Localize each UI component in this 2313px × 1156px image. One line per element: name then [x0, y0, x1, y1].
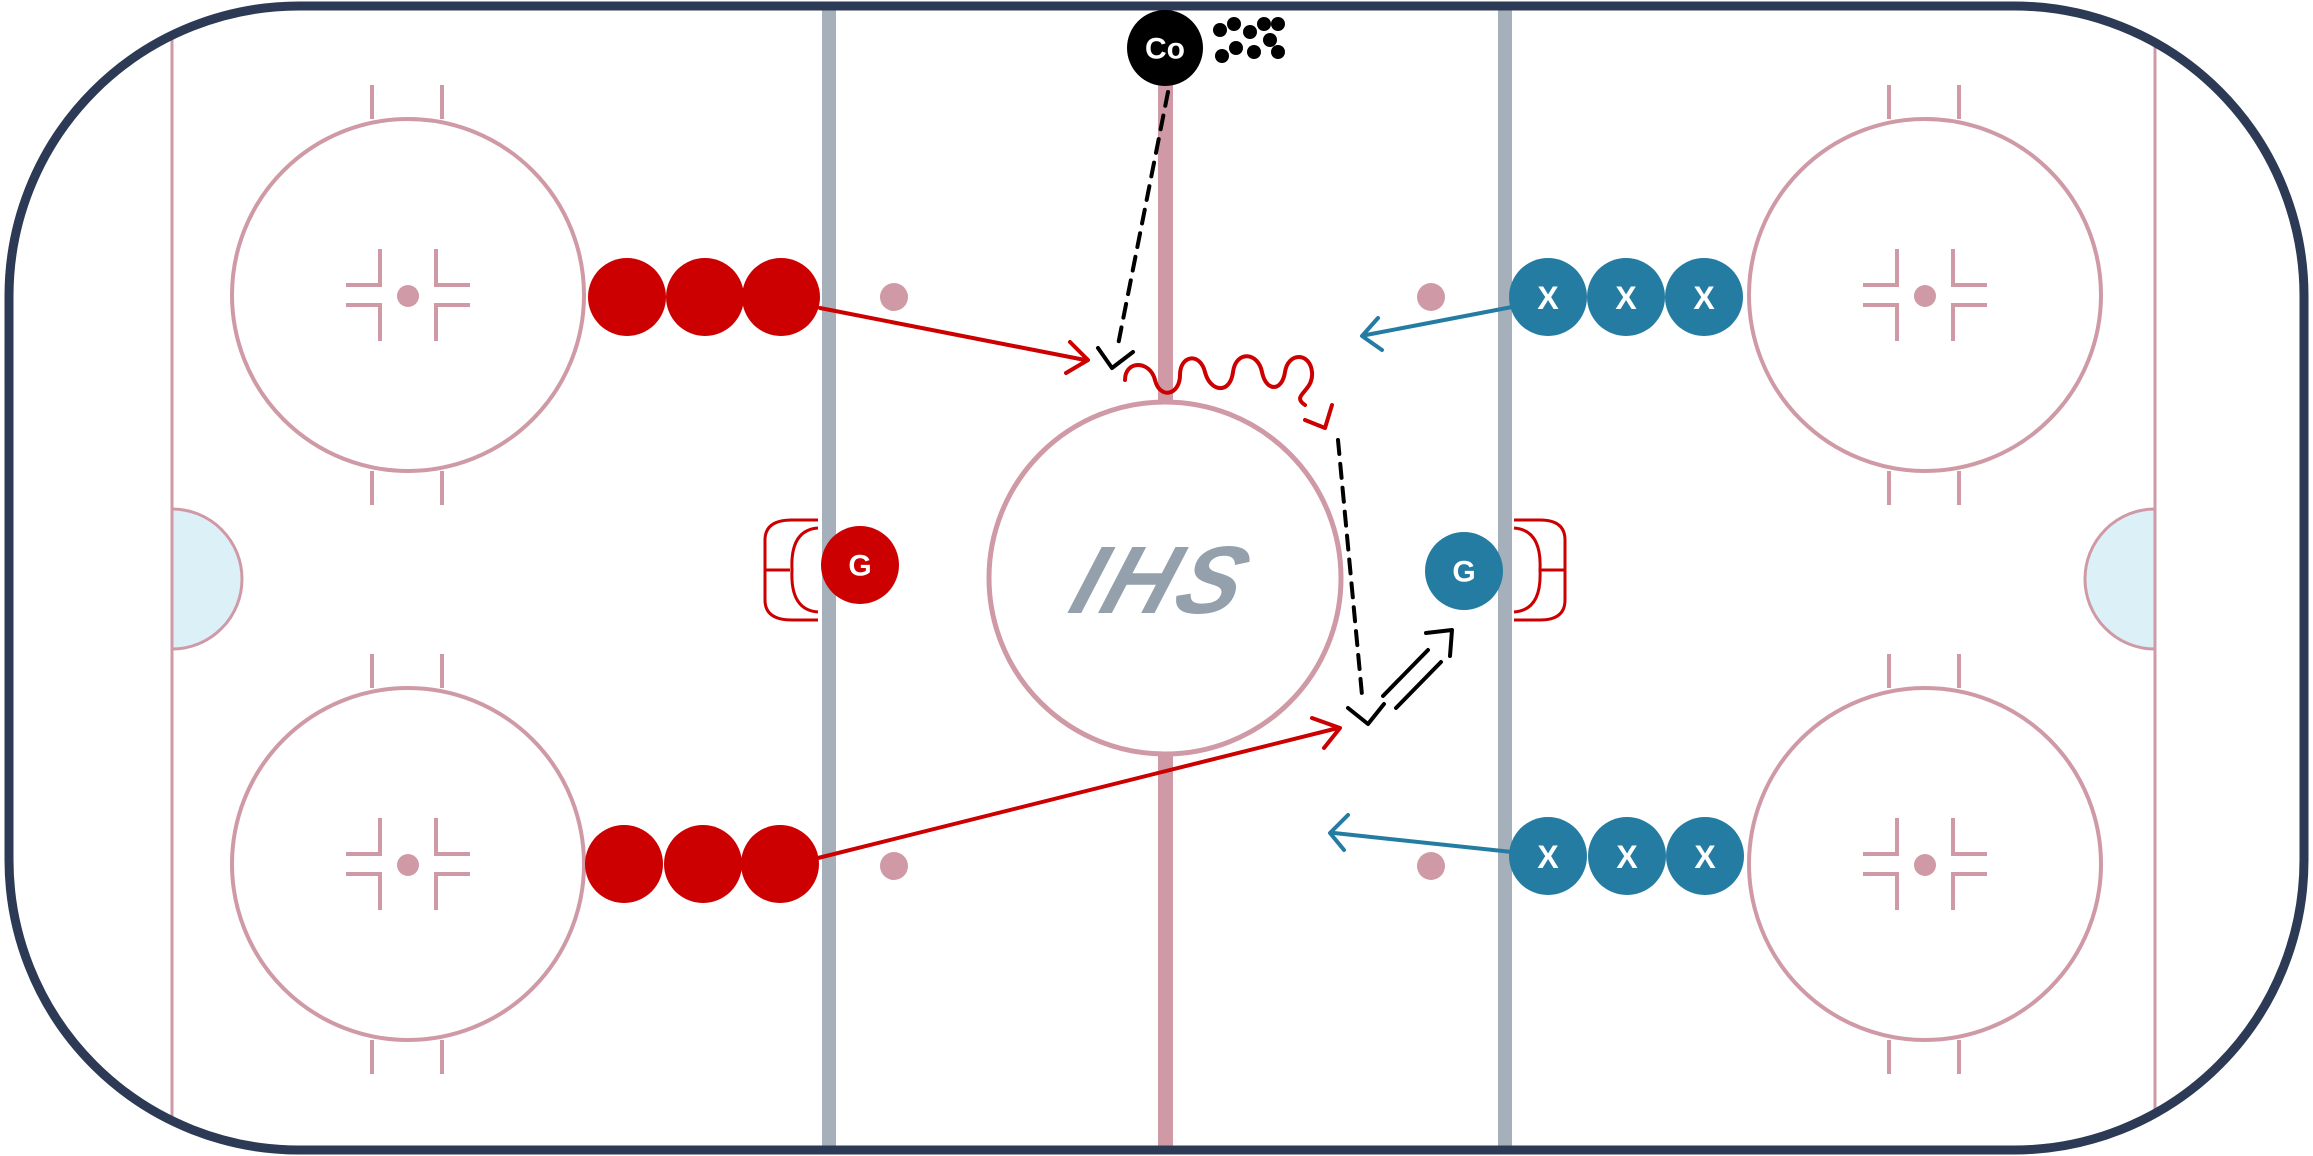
center-circle [986, 399, 1344, 757]
faceoff-circle-bottom-right [1747, 654, 2103, 1074]
red-top-line [588, 258, 820, 336]
shot-on-goal-path-a [1381, 648, 1430, 698]
blue-bottom-skate-path [1332, 831, 1514, 854]
shot-on-goal-arrowhead [1424, 628, 1454, 658]
neutral-dot-top-right [1417, 283, 1445, 311]
blue-goalie-label: G [1452, 556, 1475, 589]
red-bottom-line [585, 825, 819, 903]
coach-token: Co [1127, 10, 1203, 86]
blue-top-skate-arrowhead [1360, 316, 1384, 352]
left-goal-crease [170, 507, 244, 651]
red-top-skate-arrowhead [1064, 340, 1090, 375]
puck-icon [1213, 23, 1227, 37]
blue-top-skate-path [1364, 305, 1514, 337]
puck-icon [1257, 17, 1271, 31]
skater-label: X [1616, 839, 1638, 875]
skater-label: X [1537, 280, 1559, 316]
skater-label: X [1694, 839, 1716, 875]
right-center-net-icon [1513, 518, 1567, 622]
puck-icon [1243, 25, 1257, 39]
red-team-skater [588, 258, 666, 336]
blue-team-skater: X [1666, 817, 1744, 895]
red-goalie-token: G [821, 526, 899, 604]
coach-pass-arrowhead [1096, 346, 1135, 370]
blue-bottom-skate-arrowhead [1328, 813, 1350, 852]
puck-icon [1227, 17, 1241, 31]
red-team-skater [742, 258, 820, 336]
puck-icon [1263, 33, 1277, 47]
shot-on-goal-path-b [1394, 660, 1443, 710]
skater-label: X [1693, 280, 1715, 316]
faceoff-circle-top-left [230, 85, 586, 505]
center-logo: IHS [1059, 526, 1266, 633]
red-team-skater [741, 825, 819, 903]
red-goalie-label: G [848, 550, 871, 583]
rink-boards [4, 1, 2309, 1155]
faceoff-circle-bottom-left [230, 654, 586, 1074]
puck-icon [1229, 41, 1243, 55]
red-team-skater [664, 825, 742, 903]
red-pass-to-slot-path [1336, 438, 1364, 697]
coach-label: Co [1145, 33, 1185, 66]
blue-team-skater: X [1509, 258, 1587, 336]
blue-team-skater: X [1665, 258, 1743, 336]
skater-label: X [1537, 839, 1559, 875]
red-team-skater [666, 258, 744, 336]
red-carry-path [1123, 354, 1315, 407]
puck-icon [1247, 45, 1261, 59]
red-team-skater [585, 825, 663, 903]
right-goal-crease [2083, 507, 2157, 651]
red-bottom-skate-path [816, 726, 1340, 860]
neutral-dot-bottom-left [880, 852, 908, 880]
red-top-skate-path [818, 306, 1087, 362]
right-blue-line [1498, 6, 1512, 1150]
neutral-dot-top-left [880, 283, 908, 311]
blue-team-skater: X [1588, 817, 1666, 895]
red-bottom-skate-arrowhead [1310, 716, 1342, 750]
coach-pass-path [1116, 90, 1170, 347]
neutral-dot-bottom-right [1417, 852, 1445, 880]
left-center-net-icon [763, 518, 819, 622]
red-pass-to-slot-arrowhead [1346, 702, 1386, 726]
faceoff-circle-top-right [1747, 85, 2103, 505]
puck-icon [1271, 17, 1285, 31]
blue-team-skater: X [1587, 258, 1665, 336]
red-carry-arrowhead [1303, 403, 1334, 430]
blue-team-skater: X [1509, 817, 1587, 895]
puck-icon [1271, 45, 1285, 59]
skater-label: X [1615, 280, 1637, 316]
blue-goalie-token: G [1425, 532, 1503, 610]
pucks-icon [1213, 17, 1285, 63]
puck-icon [1215, 49, 1229, 63]
